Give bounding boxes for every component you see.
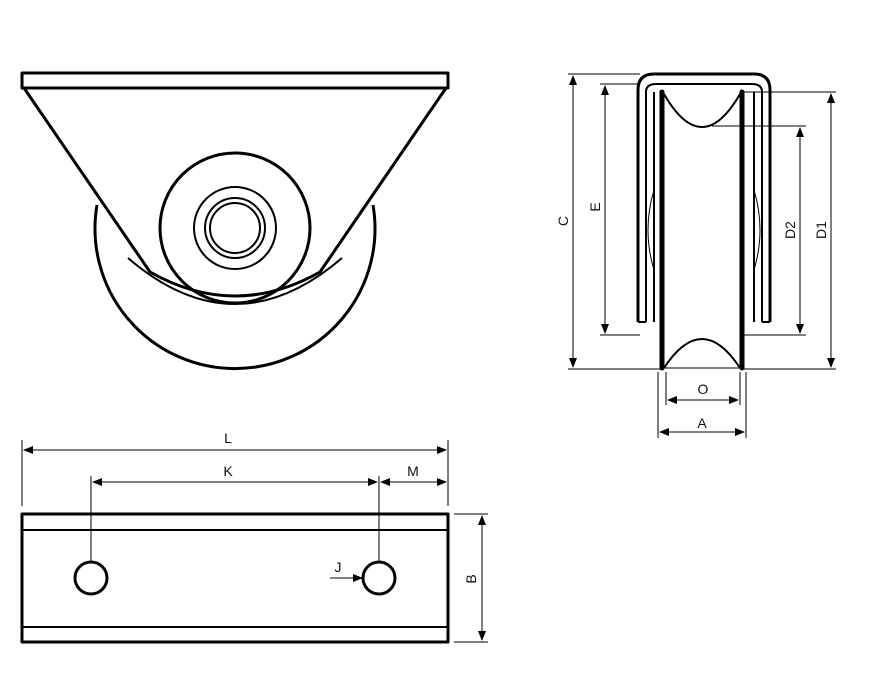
front-view xyxy=(20,71,450,371)
wheel-top-groove xyxy=(663,93,741,128)
bracket-outer xyxy=(636,72,772,322)
dim-label-d2: D2 xyxy=(782,221,798,239)
mounting-hole-left xyxy=(73,560,109,596)
hub-outer xyxy=(158,151,312,305)
hub-left xyxy=(647,189,655,271)
dim-label-d1: D1 xyxy=(813,221,829,239)
dim-label-c: C xyxy=(555,216,571,226)
dim-label-o: O xyxy=(698,381,709,397)
dim-label-b: B xyxy=(463,574,479,583)
dim-label-e: E xyxy=(587,202,603,211)
side-view: C E D2 D1 O A xyxy=(555,72,836,438)
dim-label-a: A xyxy=(697,415,707,431)
dim-label-k: K xyxy=(223,463,233,479)
bracket-plate xyxy=(20,71,450,90)
plate-outline xyxy=(20,512,450,644)
plate-view: L K M J B xyxy=(20,430,488,644)
mounting-hole-right xyxy=(361,560,397,596)
hub-right xyxy=(753,189,761,271)
hub-middle xyxy=(193,186,277,270)
axle-inner xyxy=(209,202,261,254)
dim-label-m: M xyxy=(407,463,419,479)
bracket-inner xyxy=(645,83,763,322)
dim-label-l: L xyxy=(224,430,232,446)
bracket-arms xyxy=(22,87,448,298)
wheel-bottom-groove xyxy=(663,338,741,369)
axle-outer xyxy=(204,197,266,259)
dim-label-j: J xyxy=(335,559,342,575)
wheel-outline xyxy=(93,204,377,371)
